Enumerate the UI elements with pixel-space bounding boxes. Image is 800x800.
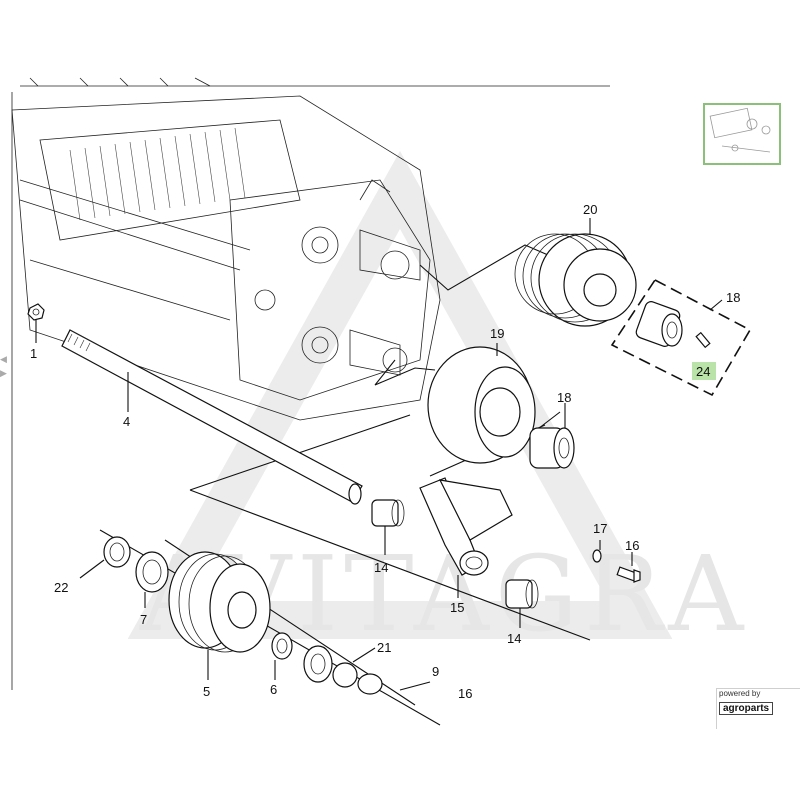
label-part-15: 15 — [450, 600, 464, 615]
label-part-18: 18 — [557, 390, 571, 405]
part-19-pulley — [427, 343, 536, 464]
machine-housing — [11, 95, 441, 421]
label-part-1: 1 — [30, 346, 37, 361]
label-part-22: 22 — [54, 580, 68, 595]
label-part-16-bottom: 16 — [458, 686, 472, 701]
part-22-seal — [79, 536, 131, 579]
part-18-bushing — [529, 403, 575, 469]
label-part-24: 24 — [696, 364, 710, 379]
label-part-20: 20 — [583, 202, 597, 217]
part-6-bearing — [271, 632, 293, 680]
part-15-arm — [419, 477, 513, 598]
part-14-bush-a — [371, 499, 405, 555]
part-4-shaft — [61, 329, 363, 505]
powered-by-badge: powered by agroparts — [716, 688, 800, 729]
part-21-bearing — [303, 645, 383, 695]
label-part-19: 19 — [490, 326, 504, 341]
part-18-bushing-top — [610, 278, 752, 397]
label-part-9: 9 — [432, 664, 439, 679]
part-1-nut — [27, 303, 45, 343]
label-part-5: 5 — [203, 684, 210, 699]
part-7-bearing — [135, 551, 169, 608]
part-9-clip — [399, 681, 431, 691]
part-number-labels: 1 4 20 18 24 19 18 17 16 14 15 14 22 7 5… — [30, 202, 740, 701]
label-part-14-b: 14 — [507, 631, 521, 646]
brand-logo[interactable]: agroparts — [719, 702, 774, 715]
chevron-left-right-icon[interactable]: ◀▶ — [0, 354, 7, 378]
label-part-17: 17 — [593, 521, 607, 536]
label-part-7: 7 — [140, 612, 147, 627]
part-17-washer — [592, 540, 602, 563]
label-part-4: 4 — [123, 414, 130, 429]
frame-lines — [11, 77, 610, 690]
highlight-part-24 — [692, 362, 716, 380]
label-part-16: 16 — [625, 538, 639, 553]
label-part-18-top: 18 — [726, 290, 740, 305]
powered-by-label: powered by — [719, 689, 761, 698]
part-20-pulley — [514, 218, 637, 327]
part-14-bush-b — [505, 579, 539, 628]
assembly-thumbnail-icon[interactable] — [703, 103, 781, 165]
label-part-14-a: 14 — [374, 560, 388, 575]
part-5-pulley — [168, 551, 271, 680]
part-16-bolt — [616, 552, 641, 583]
label-part-21: 21 — [377, 640, 391, 655]
label-part-6: 6 — [270, 682, 277, 697]
